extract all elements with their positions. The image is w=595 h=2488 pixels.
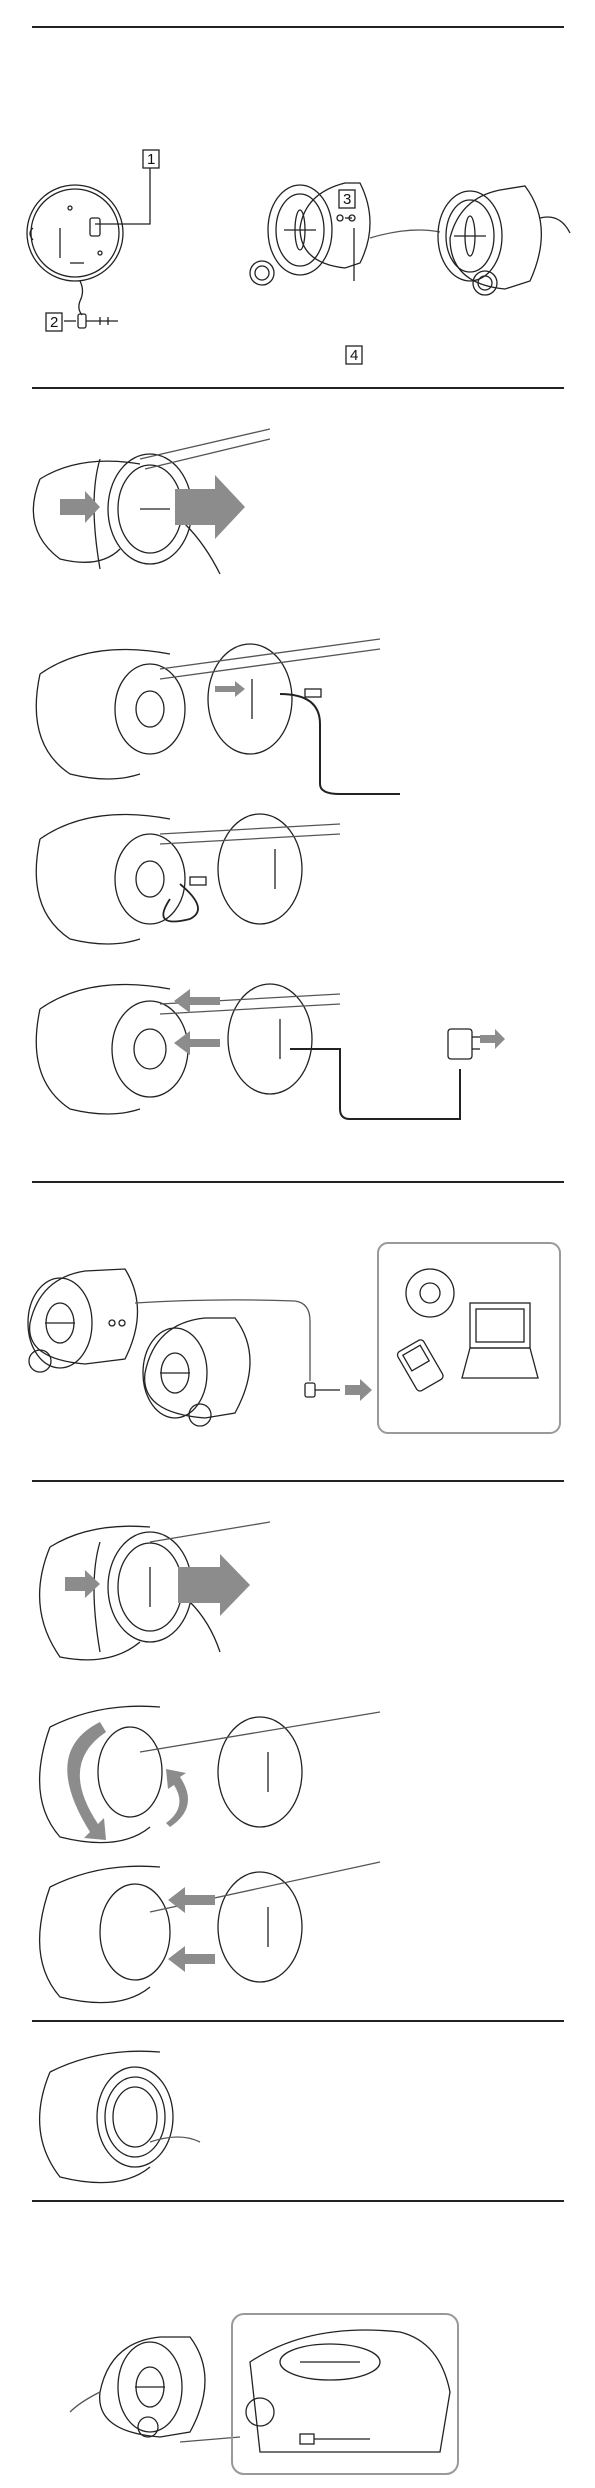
walkman-icon xyxy=(396,1338,444,1392)
connection-diagram xyxy=(0,1183,595,1483)
storage-diagram xyxy=(0,2022,595,2202)
section-assembly-steps xyxy=(0,389,595,1181)
cd-player-icon xyxy=(406,1269,454,1317)
disassembly-step-3 xyxy=(40,1862,380,2003)
rotate-arrow-icon xyxy=(67,1722,106,1840)
parts-diagram: 1 2 3 4 xyxy=(0,28,595,388)
detail-zoom-box xyxy=(232,2314,458,2474)
stereo-plug-icon xyxy=(78,281,118,328)
svg-text:2: 2 xyxy=(50,314,58,331)
section-storage xyxy=(0,2022,595,2202)
svg-text:3: 3 xyxy=(343,191,351,208)
rotate-arrow-icon xyxy=(166,1769,188,1827)
stereo-plug-icon xyxy=(305,1383,340,1397)
callout-2: 2 xyxy=(46,313,62,331)
section-speaker-detail xyxy=(0,2202,595,2488)
speaker-unit-icon xyxy=(143,1318,250,1426)
compatible-devices-box xyxy=(378,1243,560,1433)
callout-3: 3 xyxy=(339,190,355,208)
speaker-detail-diagram xyxy=(0,2202,595,2488)
assembly-step-3 xyxy=(36,814,340,944)
assembly-step-4 xyxy=(36,984,480,1119)
ac-adapter-icon xyxy=(448,1029,480,1059)
svg-text:1: 1 xyxy=(147,151,155,168)
speaker-unit-icon xyxy=(438,186,570,295)
push-arrow-icon xyxy=(168,1887,215,1913)
speaker-rear-view-icon xyxy=(27,185,123,281)
push-arrow-icon xyxy=(345,1379,372,1401)
callout-4: 4 xyxy=(346,346,362,364)
callout-1: 1 xyxy=(143,150,159,168)
section-connect-devices xyxy=(0,1183,595,1483)
push-arrow-icon xyxy=(60,475,505,1055)
svg-text:4: 4 xyxy=(350,347,358,364)
section-disassembly-steps xyxy=(0,1482,595,2020)
speaker-unit-icon xyxy=(70,2337,205,2437)
section-parts-identification: 1 2 3 4 xyxy=(0,28,595,388)
speaker-unit-icon xyxy=(28,1269,138,1372)
cable-icon xyxy=(370,230,440,238)
push-arrow-icon xyxy=(168,1946,215,1972)
laptop-icon xyxy=(462,1303,538,1378)
assembly-step-2 xyxy=(36,639,400,794)
assembly-diagram xyxy=(0,389,595,1181)
disassembly-diagram xyxy=(0,1482,595,2020)
speaker-detail-closeup xyxy=(246,2330,450,2452)
